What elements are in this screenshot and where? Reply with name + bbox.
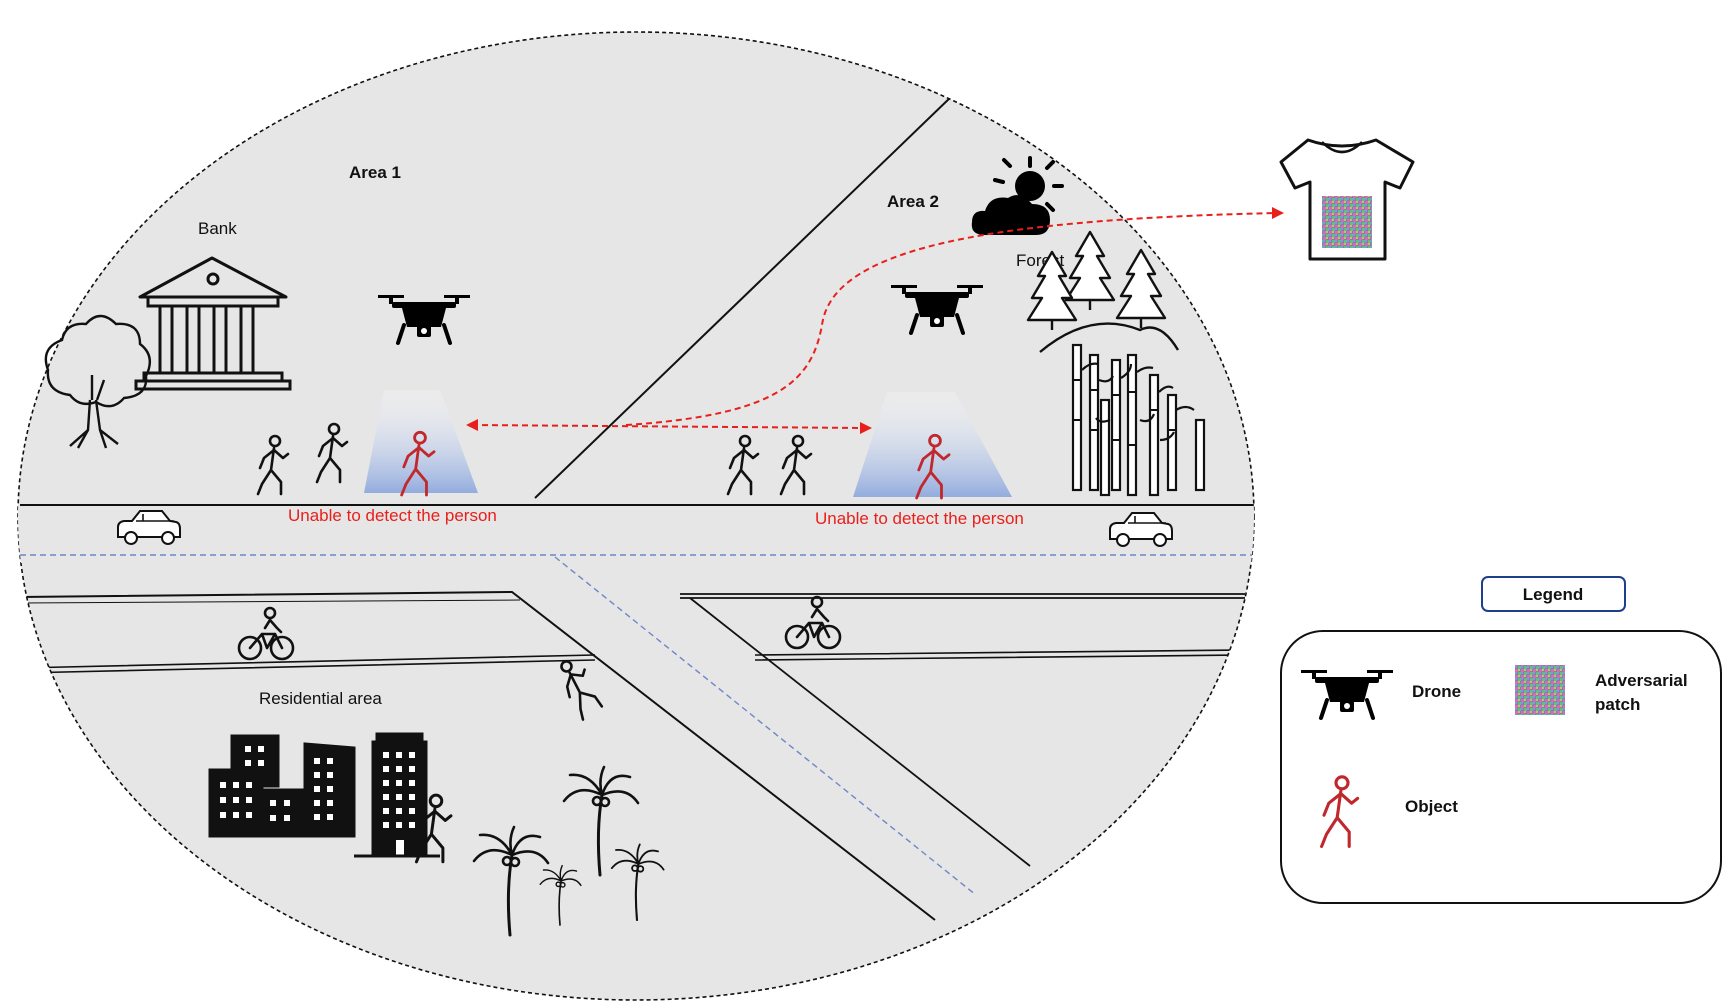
adversarial-transfer-arrows <box>471 212 1277 429</box>
tshirt-icon <box>1279 138 1415 261</box>
adversarial-patch-icon <box>1322 196 1372 248</box>
legend-object-label: Object <box>1405 797 1458 816</box>
bank-label: Bank <box>198 219 237 238</box>
legend-patch-label-line1: Adversarial <box>1595 671 1688 690</box>
legend-drone-label: Drone <box>1412 682 1461 701</box>
buildings-icon <box>208 732 440 858</box>
residential-label: Residential area <box>259 689 382 708</box>
undetected-label-right: Unable to detect the person <box>815 509 1024 528</box>
undetected-label-left: Unable to detect the person <box>288 506 497 525</box>
sun-cloud-icon <box>971 156 1064 235</box>
area-1-label: Area 1 <box>349 163 401 182</box>
legend-title: Legend <box>1523 585 1583 604</box>
forest-icon <box>1026 230 1206 497</box>
area-divider <box>534 94 954 499</box>
area-2-label: Area 2 <box>887 192 939 211</box>
legend-box <box>1280 630 1722 904</box>
legend: Legend Drone Adversarial patch Object <box>1280 576 1722 904</box>
detection-cone-left <box>364 390 478 493</box>
legend-adversarial-patch-icon <box>1515 665 1565 715</box>
tree-icon <box>44 314 152 449</box>
bank-icon <box>134 256 292 391</box>
legend-patch-label-line2: patch <box>1595 695 1640 714</box>
legend-title-box <box>1481 576 1626 612</box>
road-network <box>18 94 1254 921</box>
